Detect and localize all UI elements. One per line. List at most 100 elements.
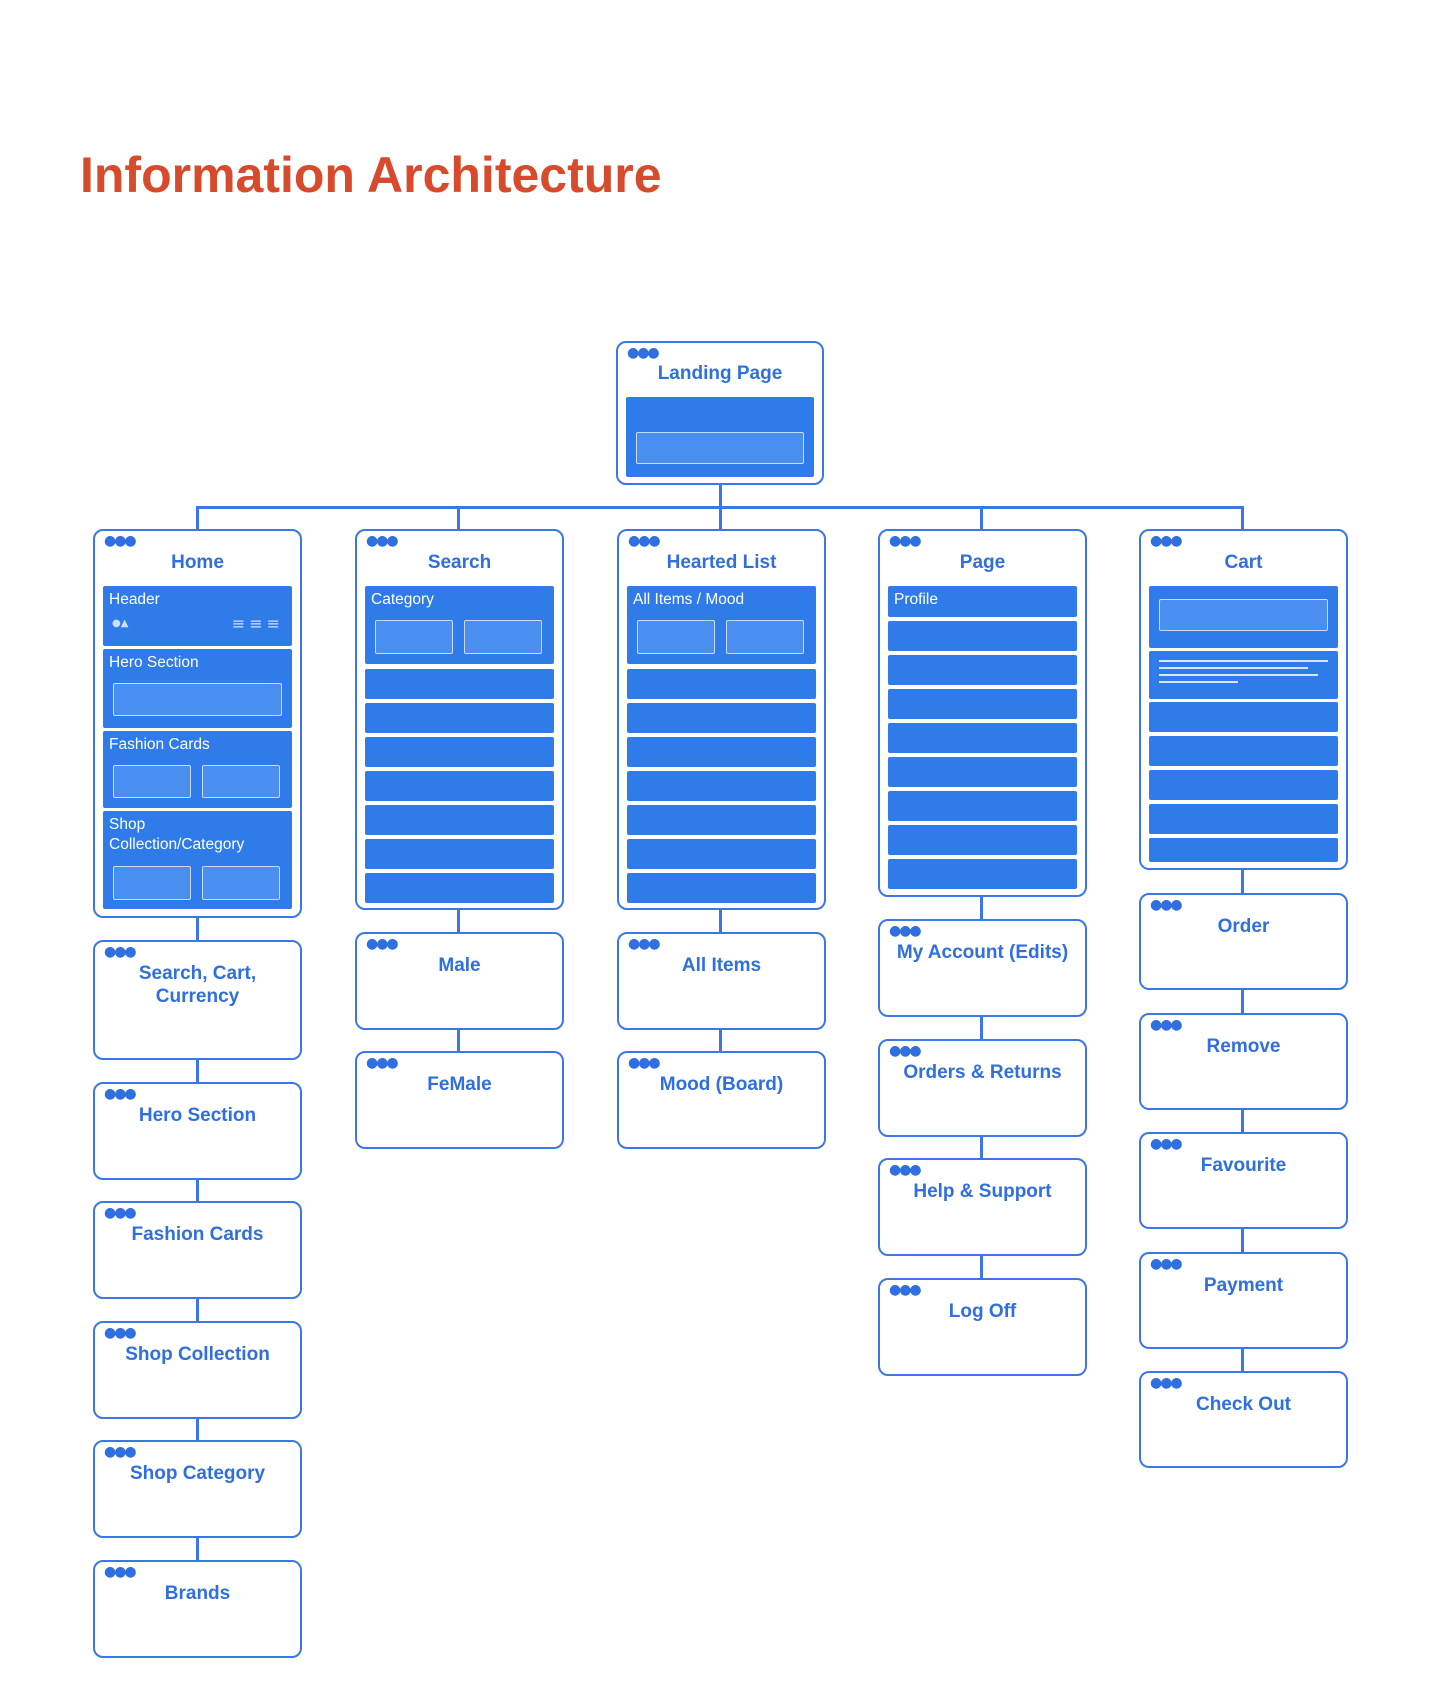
text-line bbox=[1159, 660, 1328, 662]
node-label: Favourite bbox=[1200, 1155, 1287, 1176]
list-row bbox=[365, 737, 554, 767]
node-check-out: ●●● Check Out bbox=[1139, 1371, 1348, 1468]
placeholder-box bbox=[202, 765, 280, 798]
node-label: My Account (Edits) bbox=[896, 942, 1069, 963]
node-remove: ●●● Remove bbox=[1139, 1013, 1348, 1110]
node-brands: ●●● Brands bbox=[93, 1560, 302, 1658]
node-order: ●●● Order bbox=[1139, 893, 1348, 990]
three-dots-icon: ●●● bbox=[366, 1055, 399, 1071]
list-row bbox=[888, 791, 1077, 821]
block-label: Header bbox=[109, 591, 160, 608]
three-dots-icon: ●●● bbox=[366, 533, 399, 549]
connector bbox=[1241, 1108, 1244, 1133]
connector bbox=[980, 1135, 983, 1159]
list-row bbox=[1149, 770, 1338, 800]
node-my-account: ●●● My Account (Edits) bbox=[878, 919, 1087, 1017]
text-line bbox=[1159, 681, 1238, 683]
menu-icon: ≡≡≡ bbox=[231, 614, 284, 633]
content-block: Shop Collection/Category bbox=[103, 811, 292, 909]
list-row bbox=[888, 689, 1077, 719]
node-label: Search bbox=[427, 552, 492, 573]
three-dots-icon: ●●● bbox=[104, 1205, 137, 1221]
connector bbox=[196, 1297, 199, 1322]
content-block: Profile bbox=[888, 586, 1077, 617]
placeholder-box bbox=[637, 620, 715, 654]
list-row bbox=[627, 771, 816, 801]
node-search-cart-currency: ●●● Search, Cart, Currency bbox=[93, 940, 302, 1060]
connector bbox=[980, 506, 983, 529]
list-row bbox=[627, 839, 816, 869]
text-line bbox=[1159, 674, 1318, 676]
node-shop-category: ●●● Shop Category bbox=[93, 1440, 302, 1538]
node-search: ●●● Search Category bbox=[355, 529, 564, 910]
node-label: Mood (Board) bbox=[659, 1074, 784, 1095]
connector bbox=[196, 506, 199, 529]
content-block: All Items / Mood bbox=[627, 586, 816, 664]
list-row bbox=[1149, 804, 1338, 834]
node-all-items: ●●● All Items bbox=[617, 932, 826, 1030]
node-label: All Items bbox=[681, 955, 762, 976]
list-row bbox=[1149, 702, 1338, 732]
node-label: Payment bbox=[1203, 1275, 1284, 1296]
three-dots-icon: ●●● bbox=[889, 923, 922, 939]
node-label: Check Out bbox=[1195, 1394, 1292, 1415]
node-label: Remove bbox=[1206, 1036, 1281, 1057]
placeholder-box bbox=[636, 432, 804, 464]
list-row bbox=[888, 655, 1077, 685]
placeholder-box bbox=[113, 683, 282, 716]
node-label: Cart bbox=[1224, 552, 1263, 573]
list-row bbox=[365, 839, 554, 869]
list-row bbox=[1149, 838, 1338, 862]
node-shop-collection: ●●● Shop Collection bbox=[93, 1321, 302, 1419]
node-mood-board: ●●● Mood (Board) bbox=[617, 1051, 826, 1149]
list-row bbox=[627, 737, 816, 767]
connector bbox=[196, 1058, 199, 1083]
node-label: Fashion Cards bbox=[131, 1224, 264, 1245]
content-block: Category bbox=[365, 586, 554, 664]
content-block bbox=[626, 397, 814, 477]
placeholder-box bbox=[113, 765, 191, 798]
node-label: Log Off bbox=[948, 1301, 1017, 1322]
block-label: All Items / Mood bbox=[633, 591, 745, 608]
three-dots-icon: ●●● bbox=[104, 1444, 137, 1460]
page-title: Information Architecture bbox=[80, 147, 662, 203]
connector bbox=[1241, 1347, 1244, 1372]
block-label: Shop Collection/Category bbox=[109, 816, 245, 853]
three-dots-icon: ●●● bbox=[1150, 533, 1183, 549]
list-row bbox=[627, 703, 816, 733]
list-row bbox=[1149, 736, 1338, 766]
block-label: Profile bbox=[894, 591, 938, 608]
three-dots-icon: ●●● bbox=[104, 1086, 137, 1102]
node-label: Search, Cart, Currency bbox=[138, 963, 257, 1007]
node-label: Brands bbox=[164, 1583, 231, 1604]
node-landing-page: ●●● Landing Page bbox=[616, 341, 824, 485]
three-dots-icon: ●●● bbox=[1150, 1256, 1183, 1272]
node-cart: ●●● Cart bbox=[1139, 529, 1348, 870]
list-row bbox=[888, 825, 1077, 855]
node-payment: ●●● Payment bbox=[1139, 1252, 1348, 1349]
placeholder-box bbox=[375, 620, 453, 654]
connector bbox=[719, 1028, 722, 1052]
node-orders-returns: ●●● Orders & Returns bbox=[878, 1039, 1087, 1137]
node-label: Landing Page bbox=[657, 363, 783, 384]
connector bbox=[196, 1536, 199, 1561]
three-dots-icon: ●●● bbox=[1150, 1136, 1183, 1152]
list-row bbox=[365, 703, 554, 733]
content-block: Header ●▲ ≡≡≡ bbox=[103, 586, 292, 646]
node-label: FeMale bbox=[427, 1074, 492, 1095]
connector bbox=[1241, 506, 1244, 529]
three-dots-icon: ●●● bbox=[104, 944, 137, 960]
three-dots-icon: ●●● bbox=[104, 1564, 137, 1580]
connector bbox=[719, 908, 722, 933]
three-dots-icon: ●●● bbox=[628, 533, 661, 549]
three-dots-icon: ●●● bbox=[1150, 1375, 1183, 1391]
content-block: Hero Section bbox=[103, 649, 292, 728]
list-row bbox=[365, 805, 554, 835]
three-dots-icon: ●●● bbox=[889, 533, 922, 549]
connector bbox=[196, 916, 199, 940]
list-row bbox=[365, 771, 554, 801]
list-row bbox=[627, 669, 816, 699]
node-label: Home bbox=[171, 552, 224, 573]
connector bbox=[457, 908, 460, 933]
list-row bbox=[888, 757, 1077, 787]
